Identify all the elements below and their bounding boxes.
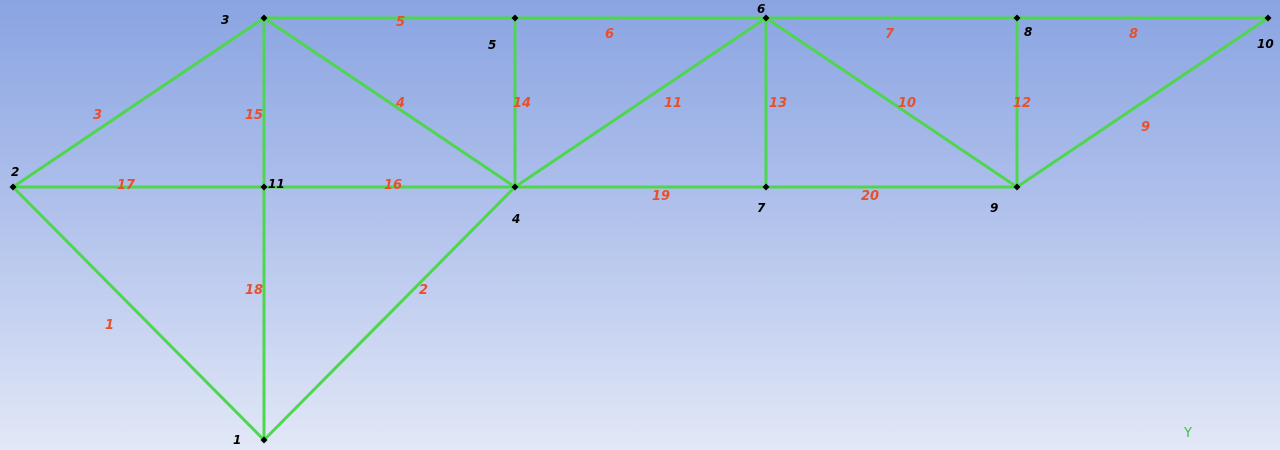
node-label-1: 1 [233,433,241,447]
node-label-11: 11 [268,177,285,191]
member-label-17: 17 [117,178,136,193]
member-11 [513,16,768,189]
member-label-13: 13 [769,96,787,111]
members-layer [11,16,1270,442]
node-marker-2 [9,183,17,191]
member-label-4: 4 [395,96,405,111]
node-label-10: 10 [1257,37,1274,51]
member-1 [11,185,266,442]
member-label-9: 9 [1141,120,1150,135]
member-9 [1015,16,1270,189]
node-label-8: 8 [1024,25,1032,39]
node-marker-1 [260,436,268,444]
node-label-4: 4 [511,212,520,226]
member-label-11: 11 [664,96,682,111]
member-label-19: 19 [652,189,670,204]
node-label-9: 9 [990,201,998,215]
node-label-6: 6 [757,2,765,16]
node-label-3: 3 [221,13,229,27]
member-3 [11,16,266,189]
member-label-1: 1 [105,318,114,333]
node-marker-5 [511,14,519,22]
member-label-20: 20 [861,189,879,204]
member-10 [764,16,1019,189]
nodes-layer [9,14,1272,444]
member-label-15: 15 [245,108,263,123]
member-label-6: 6 [605,27,614,42]
member-label-14: 14 [513,96,531,111]
node-marker-6 [762,14,770,22]
node-label-7: 7 [757,201,766,215]
node-marker-7 [762,183,770,191]
member-2 [262,185,517,442]
member-label-8: 8 [1129,27,1138,42]
node-marker-3 [260,14,268,22]
member-4 [262,16,517,189]
node-label-2: 2 [11,165,19,179]
node-label-5: 5 [488,38,496,52]
member-label-10: 10 [898,96,916,111]
node-marker-4 [511,183,519,191]
member-label-12: 12 [1013,96,1031,111]
node-marker-8 [1013,14,1021,22]
axis-label-y: Y [1184,426,1192,441]
member-label-7: 7 [885,27,895,42]
member-label-5: 5 [396,15,405,30]
member-label-3: 3 [93,108,102,123]
node-marker-11 [260,183,268,191]
node-marker-10 [1264,14,1272,22]
node-marker-9 [1013,183,1021,191]
member-label-2: 2 [419,283,428,298]
member-label-16: 16 [384,178,402,193]
member-label-18: 18 [245,283,263,298]
